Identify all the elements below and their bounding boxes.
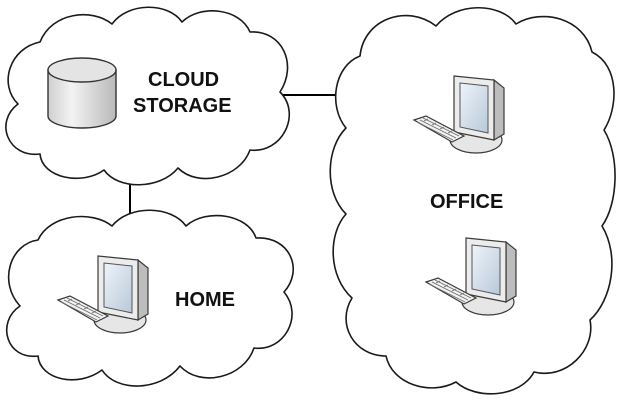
home-label: HOME	[175, 289, 235, 311]
office-label: OFFICE	[430, 191, 503, 213]
cloud-storage-node: CLOUD STORAGE	[5, 6, 291, 186]
cloud-storage-label-line2: STORAGE	[133, 95, 232, 117]
office-node: OFFICE	[329, 7, 616, 395]
office-cloud-shape	[329, 7, 616, 395]
cloud-storage-label-line1: CLOUD	[148, 69, 219, 91]
cloud-storage-cloud-shape	[5, 6, 291, 186]
home-cloud-shape	[5, 209, 294, 387]
database-cylinder-icon	[47, 57, 117, 129]
home-node: HOME	[5, 209, 294, 387]
